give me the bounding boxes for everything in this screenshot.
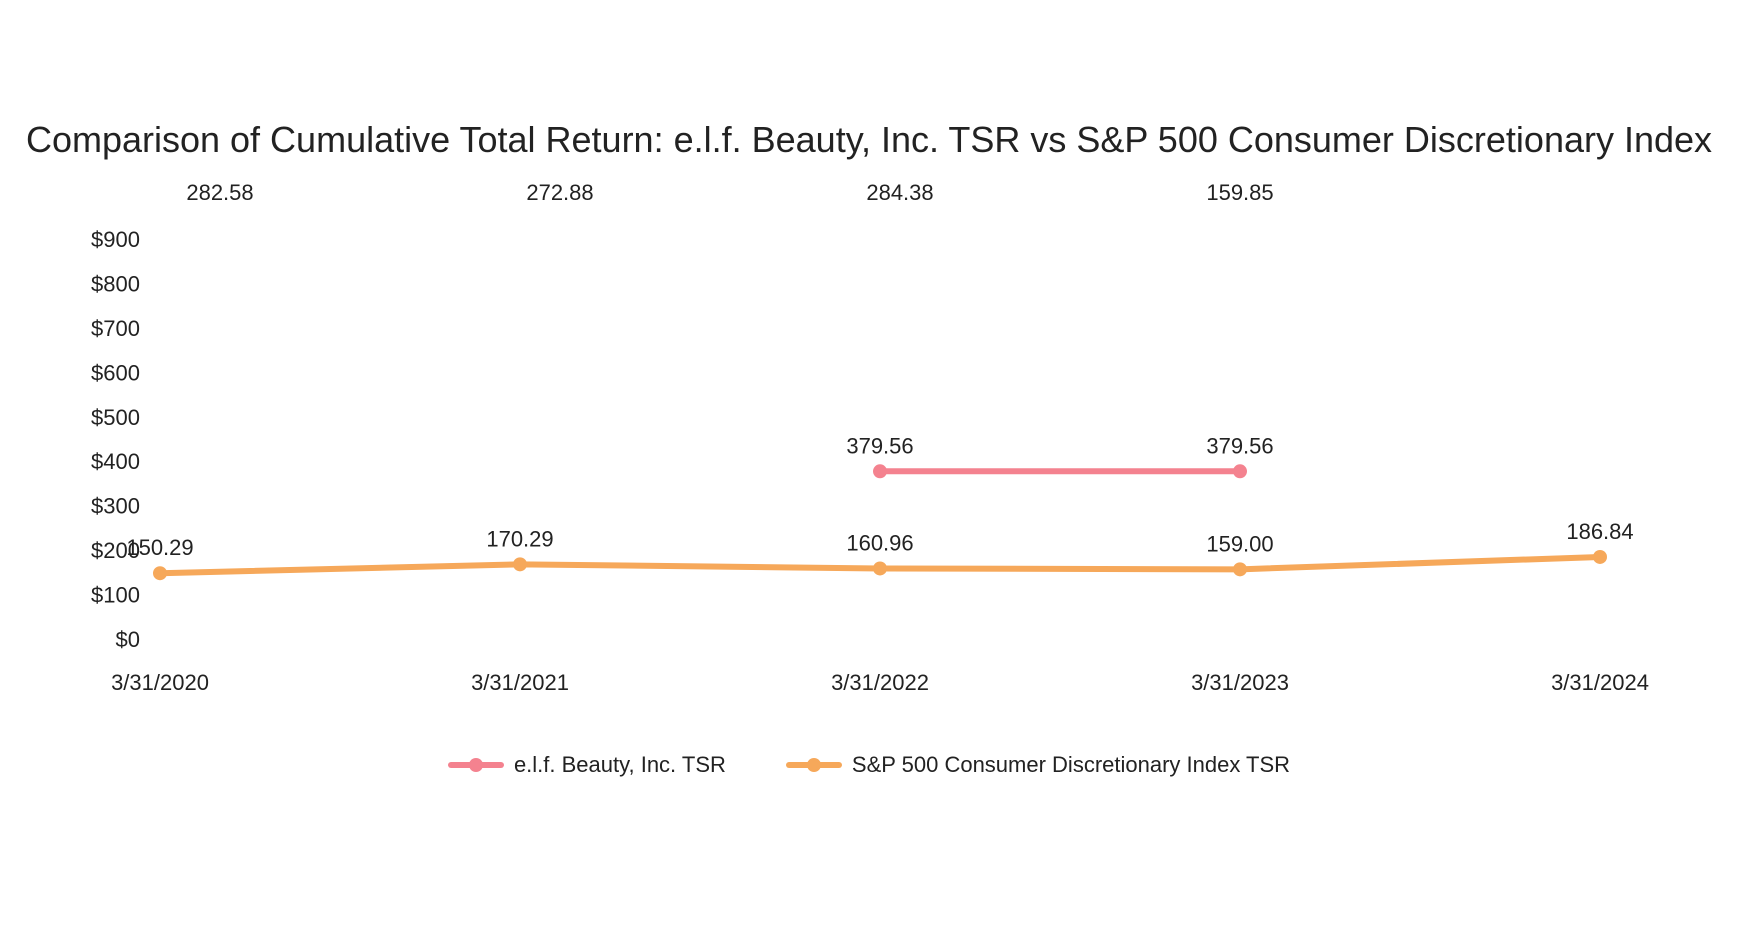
x-tick-label: 3/31/2021 [471,670,569,695]
data-label: 170.29 [486,526,553,551]
legend-item: e.l.f. Beauty, Inc. TSR [447,752,726,778]
data-label: 379.56 [846,433,913,458]
data-label: 186.84 [1566,519,1633,544]
y-tick-label: $600 [91,360,140,385]
legend-swatch [447,758,504,772]
chart-legend: e.l.f. Beauty, Inc. TSR S&P 500 Consumer … [0,752,1738,778]
legend-label: S&P 500 Consumer Discretionary Index TSR [851,752,1291,777]
x-tick-label: 3/31/2023 [1191,670,1289,695]
x-tick-label: 3/31/2024 [1551,670,1649,695]
series-point-1 [153,566,167,581]
y-tick-label: $300 [91,494,140,519]
extra-value-label: 272.88 [526,180,593,205]
data-label: 159.00 [1206,531,1273,556]
y-tick-label: $700 [91,316,140,341]
y-tick-label: $900 [91,227,140,252]
series-point-1 [1593,549,1607,564]
series-point-1 [513,557,527,572]
series-point-0 [1233,464,1247,479]
legend-label: e.l.f. Beauty, Inc. TSR [513,752,726,777]
extra-value-label: 159.85 [1206,180,1273,205]
x-tick-label: 3/31/2022 [831,670,929,695]
series-point-1 [873,561,887,576]
y-tick-label: $800 [91,271,140,296]
series-point-1 [1233,562,1247,577]
x-tick-label: 3/31/2020 [111,670,209,695]
chart-title: Comparison of Cumulative Total Return: e… [0,120,1738,160]
extra-value-label: 284.38 [866,180,933,205]
legend-item: S&P 500 Consumer Discretionary Index TSR [785,752,1291,778]
data-label: 379.56 [1206,433,1273,458]
y-tick-label: $100 [91,583,140,608]
y-tick-label: $500 [91,405,140,430]
y-tick-label: $400 [91,449,140,474]
legend-swatch [785,758,842,772]
series-point-0 [873,464,887,479]
chart-title-text: Comparison of Cumulative Total Return: e… [25,119,1713,160]
y-tick-label: $200 [91,538,140,563]
data-label: 160.96 [846,530,913,555]
extra-value-label: 282.58 [186,180,253,205]
y-tick-label: $0 [116,627,140,652]
data-label: 150.29 [126,535,193,560]
